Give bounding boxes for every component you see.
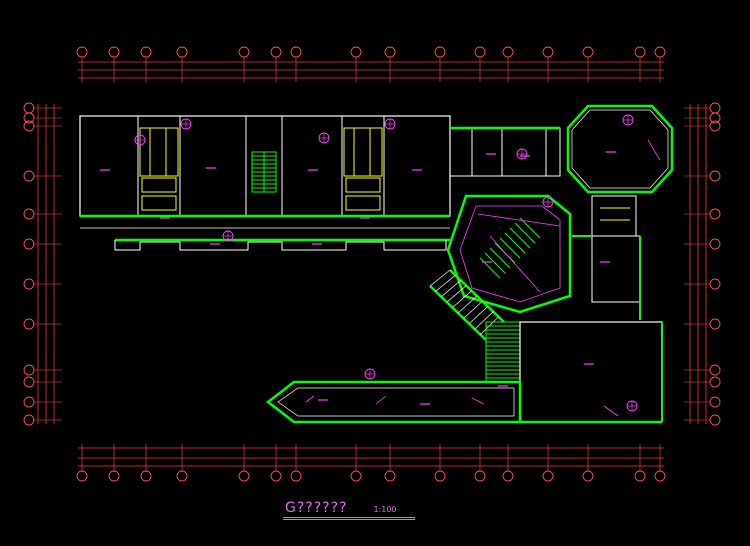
grid-bubble-left	[23, 120, 35, 132]
grid-bubble-top	[654, 46, 666, 58]
grid-bubble-top	[176, 46, 188, 58]
index-symbol	[180, 118, 192, 130]
grid-bubble-bottom	[290, 470, 302, 482]
grid-bubble-right	[709, 112, 721, 124]
grid-bubble-top	[542, 46, 554, 58]
grid-bubble-bottom	[384, 470, 396, 482]
index-symbol	[222, 230, 234, 242]
index-symbol	[384, 118, 396, 130]
index-symbol	[134, 134, 146, 146]
grid-bubble-top	[502, 46, 514, 58]
grid-bubble-bottom	[176, 470, 188, 482]
washroom-block-west	[139, 127, 179, 211]
index-symbol	[318, 132, 330, 144]
grid-bubble-right	[709, 170, 721, 182]
grid-bubble-top	[290, 46, 302, 58]
grid-bubble-right	[709, 376, 721, 388]
central-stair	[251, 151, 277, 193]
grid-bubble-top	[582, 46, 594, 58]
grid-bubble-bottom	[270, 470, 282, 482]
grid-bubble-top	[238, 46, 250, 58]
east-service-block	[572, 195, 641, 320]
title-underline-secondary	[283, 519, 415, 520]
drawing-scale: 1:100	[373, 505, 397, 514]
grid-bubble-left	[23, 208, 35, 220]
grid-bubble-top	[384, 46, 396, 58]
grid-bubble-right	[709, 414, 721, 426]
grid-bubble-bottom	[108, 470, 120, 482]
grid-bubble-bottom	[140, 470, 152, 482]
top-dimension-lines	[78, 61, 664, 79]
grid-bubble-top	[76, 46, 88, 58]
grid-bubble-right	[709, 278, 721, 290]
grid-bubble-left	[23, 396, 35, 408]
drawing-title: G??????	[285, 500, 348, 516]
bottom-grid-bubbles	[76, 444, 666, 482]
grid-bubble-left	[23, 238, 35, 250]
bottom-dimension-lines	[78, 447, 664, 467]
room-tag-marks	[100, 151, 616, 405]
top-grid-bubbles	[76, 46, 666, 82]
grid-bubble-left	[23, 414, 35, 426]
east-small-rooms	[449, 126, 561, 177]
grid-bubble-left	[23, 112, 35, 124]
index-symbol	[626, 400, 638, 412]
grid-bubble-top	[434, 46, 446, 58]
grid-bubble-bottom	[474, 470, 486, 482]
south-west-wing	[265, 380, 522, 424]
grid-bubble-top	[270, 46, 282, 58]
grid-bubble-right	[709, 238, 721, 250]
grid-bubble-bottom	[434, 470, 446, 482]
grid-bubble-left	[23, 102, 35, 114]
north-wing-walls	[79, 115, 451, 251]
grid-bubble-bottom	[542, 470, 554, 482]
grid-bubble-bottom	[634, 470, 646, 482]
grid-bubble-top	[140, 46, 152, 58]
washroom-block-east	[343, 127, 383, 211]
grid-bubble-left	[23, 278, 35, 290]
grid-bubble-right	[709, 318, 721, 330]
grid-bubble-right	[709, 120, 721, 132]
title-underline	[283, 517, 415, 518]
diagonal-connector	[429, 269, 505, 341]
right-grid-bubbles	[684, 102, 721, 426]
hexagon-stair-hall	[446, 194, 572, 314]
index-symbols	[134, 114, 638, 412]
left-grid-bubbles	[23, 102, 62, 426]
grid-bubble-bottom	[238, 470, 250, 482]
grid-bubble-bottom	[350, 470, 362, 482]
grid-bubble-top	[350, 46, 362, 58]
octagon-hall	[566, 104, 674, 194]
index-symbol	[516, 148, 528, 160]
index-symbol	[364, 368, 376, 380]
grid-bubble-bottom	[76, 470, 88, 482]
grid-bubble-right	[709, 396, 721, 408]
index-symbol	[542, 196, 554, 208]
drawing-title-block: G?????? 1:100	[285, 500, 397, 518]
grid-bubble-right	[709, 102, 721, 114]
grid-bubble-left	[23, 318, 35, 330]
left-dimension-lines	[37, 104, 55, 424]
grid-bubble-bottom	[654, 470, 666, 482]
south-east-hall	[519, 321, 663, 424]
grid-bubble-top	[634, 46, 646, 58]
grid-bubble-bottom	[582, 470, 594, 482]
grid-bubble-right	[709, 364, 721, 376]
grid-bubble-left	[23, 364, 35, 376]
right-dimension-lines	[689, 104, 707, 424]
annotation-marks	[305, 139, 661, 417]
grid-bubble-right	[709, 208, 721, 220]
grid-bubble-top	[474, 46, 486, 58]
south-stair	[485, 321, 521, 383]
grid-bubble-top	[108, 46, 120, 58]
grid-bubble-bottom	[502, 470, 514, 482]
grid-bubble-left	[23, 170, 35, 182]
index-symbol	[622, 114, 634, 126]
grid-bubble-left	[23, 376, 35, 388]
